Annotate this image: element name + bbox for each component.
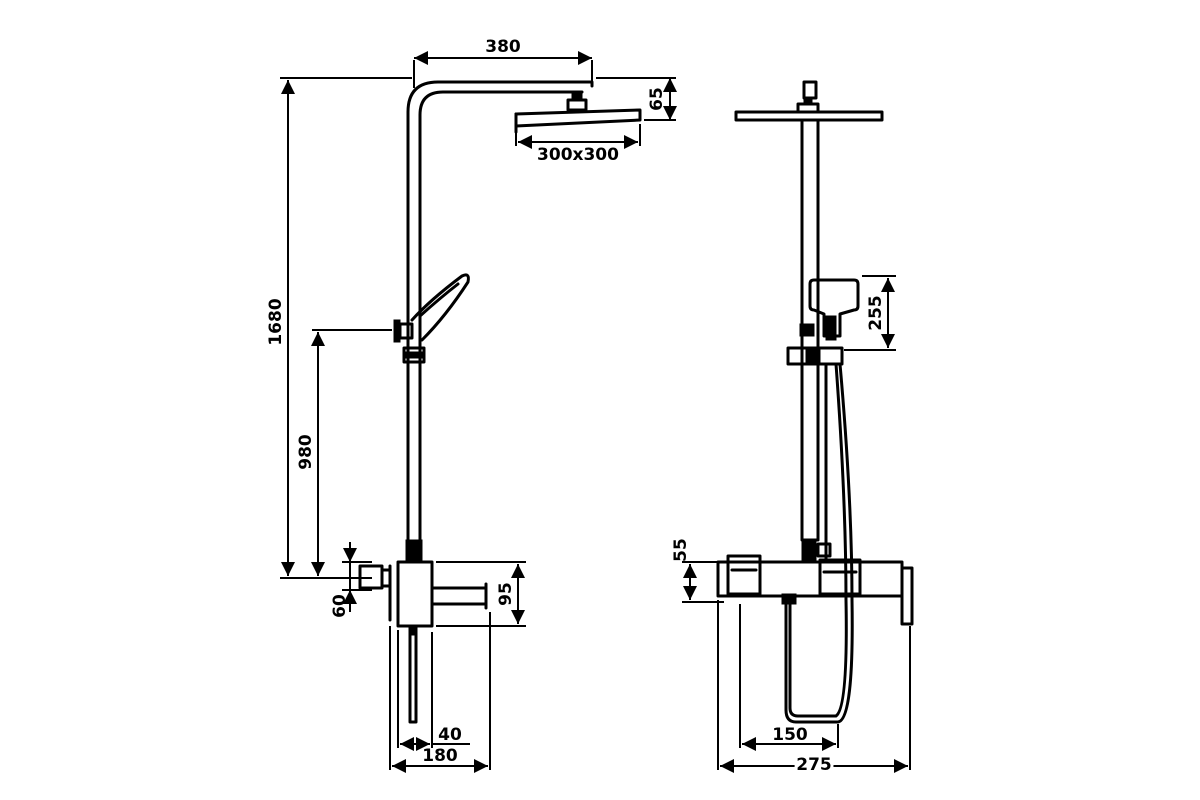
dim-head-size: 300x300 (537, 145, 619, 165)
dim-mixer-width: 275 (796, 755, 832, 775)
dim-handshower-height: 255 (866, 295, 886, 331)
handshower-side (410, 273, 470, 342)
slider-band-side (403, 351, 425, 359)
hose-loop-inner-front (784, 362, 854, 724)
dim-mixer-depth: 180 (422, 746, 458, 766)
side-view: 380 65 300x300 1680 980 60 95 (266, 37, 677, 773)
dim-head-drop: 65 (647, 87, 667, 111)
mixer-body-front (716, 560, 904, 598)
dim-mixer-height: 55 (671, 538, 691, 562)
handshower-front (808, 278, 860, 338)
shower-head-side (514, 108, 642, 128)
mixer-connector-front (801, 539, 817, 561)
dim-outlet-spacing: 150 (772, 725, 808, 745)
arm-front (802, 80, 818, 100)
wall-plate-side (380, 568, 392, 588)
dim-spout-height: 95 (496, 582, 516, 606)
dim-outlet-distance: 40 (438, 725, 462, 745)
mixer-handle-right-front (818, 558, 862, 596)
mixer-body-side (396, 560, 434, 628)
mixer-connector-side (405, 539, 423, 563)
handshower-face-side (418, 282, 460, 318)
holder-body-side (398, 322, 414, 340)
front-view: 255 55 150 275 (671, 80, 914, 778)
riser-pipe-inner-side (418, 90, 584, 542)
hose-side (408, 632, 418, 724)
slider-center-front (805, 347, 821, 365)
mixer-connector-right-front (816, 542, 832, 558)
head-connector-front (796, 102, 820, 114)
holder-knob-front (799, 323, 815, 337)
riser-pipe-side (406, 80, 594, 542)
wall-plate-front (900, 566, 914, 626)
hose-loop-front (788, 362, 848, 718)
head-nut-side (566, 98, 588, 112)
dim-total-height: 1680 (266, 298, 286, 345)
dim-holder-height: 980 (296, 434, 316, 470)
dim-mixer-offset: 60 (330, 594, 350, 618)
dim-arm-reach: 380 (485, 37, 521, 57)
outlet-front (781, 593, 797, 605)
spout-side (430, 586, 488, 606)
handshower-grip-front (825, 315, 837, 341)
mixer-handle-left-front (726, 554, 762, 596)
